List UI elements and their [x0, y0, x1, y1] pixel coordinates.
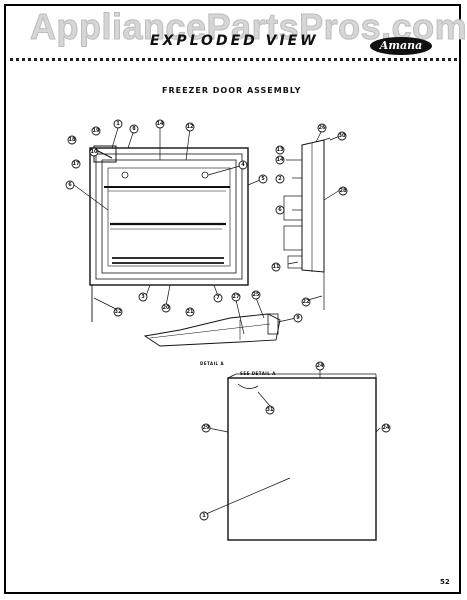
svg-text:27: 27 [233, 294, 240, 300]
diagram-subtitle: FREEZER DOOR ASSEMBLY [162, 86, 302, 95]
callout-11: 11 [271, 262, 281, 272]
svg-text:6: 6 [278, 207, 282, 213]
callout-21: 21 [185, 307, 195, 317]
svg-text:21: 21 [187, 309, 194, 315]
svg-text:7: 7 [216, 295, 220, 301]
callout-8: 8 [129, 124, 139, 134]
callout-25: 25 [251, 290, 261, 300]
callout-30-top: 30 [337, 131, 347, 141]
svg-text:17: 17 [73, 161, 80, 167]
svg-text:28: 28 [340, 188, 347, 194]
callout-31: 31 [265, 405, 275, 415]
callout-6-side: 6 [275, 205, 285, 215]
svg-text:3: 3 [141, 294, 145, 300]
svg-text:6: 6 [68, 182, 72, 188]
svg-text:24: 24 [317, 363, 324, 369]
svg-text:31: 31 [267, 407, 274, 413]
svg-text:14: 14 [277, 157, 284, 163]
svg-text:30: 30 [339, 133, 346, 139]
svg-text:19: 19 [93, 128, 100, 134]
door-handle-trim [143, 313, 281, 347]
svg-text:2: 2 [278, 176, 282, 182]
callout-27: 27 [231, 292, 241, 302]
page-title: EXPLODED VIEW [150, 33, 319, 49]
callout-14: 14 [155, 119, 165, 129]
svg-text:12: 12 [187, 124, 194, 130]
svg-text:24: 24 [383, 425, 390, 431]
svg-text:1: 1 [202, 513, 206, 519]
callout-29: 29 [201, 423, 211, 433]
callout-19: 19 [91, 126, 101, 136]
callout-24: 24 [315, 361, 325, 371]
callout-18: 18 [67, 135, 77, 145]
svg-text:10: 10 [91, 149, 98, 155]
svg-text:11: 11 [273, 264, 280, 270]
callout-32: 32 [113, 307, 123, 317]
svg-text:29: 29 [203, 425, 210, 431]
header-divider [10, 58, 457, 61]
callout-14-side: 14 [275, 155, 285, 165]
callout-5: 5 [258, 174, 268, 184]
outer-door-panel [227, 373, 377, 541]
callout-22: 22 [301, 297, 311, 307]
callout-1: 1 [113, 119, 123, 129]
svg-text:18: 18 [69, 137, 76, 143]
brand-logo: Amana [370, 37, 432, 55]
svg-text:8: 8 [132, 126, 136, 132]
svg-text:14: 14 [157, 121, 164, 127]
svg-text:32: 32 [115, 309, 122, 315]
callout-12: 12 [185, 122, 195, 132]
svg-text:9: 9 [296, 315, 300, 321]
callout-24-right: 24 [381, 423, 391, 433]
svg-text:5: 5 [261, 176, 265, 182]
svg-text:13: 13 [277, 147, 284, 153]
callout-26: 26 [317, 123, 327, 133]
callout-6: 6 [65, 180, 75, 190]
svg-text:22: 22 [303, 299, 310, 305]
page-number: 52 [440, 578, 450, 586]
door-side-view [283, 137, 331, 310]
detail-a-label: DETAIL A [200, 361, 225, 366]
svg-text:26: 26 [319, 125, 326, 131]
page-border [4, 4, 461, 594]
svg-text:25: 25 [253, 292, 260, 298]
see-detail-a-label: SEE DETAIL A [240, 371, 276, 376]
leader-lines [73, 125, 381, 515]
callout-10: 10 [89, 147, 99, 157]
callout-4: 4 [238, 160, 248, 170]
svg-text:4: 4 [241, 162, 245, 168]
callout-28: 28 [338, 186, 348, 196]
callout-9: 9 [293, 313, 303, 323]
callout-7: 7 [213, 293, 223, 303]
callout-1-panel: 1 [199, 511, 209, 521]
svg-text:20: 20 [163, 305, 170, 311]
callout-13: 13 [275, 145, 285, 155]
callout-2: 2 [275, 174, 285, 184]
svg-text:1: 1 [116, 121, 120, 127]
callout-20: 20 [161, 303, 171, 313]
callout-17: 17 [71, 159, 81, 169]
door-front-view [89, 145, 249, 322]
callout-3: 3 [138, 292, 148, 302]
